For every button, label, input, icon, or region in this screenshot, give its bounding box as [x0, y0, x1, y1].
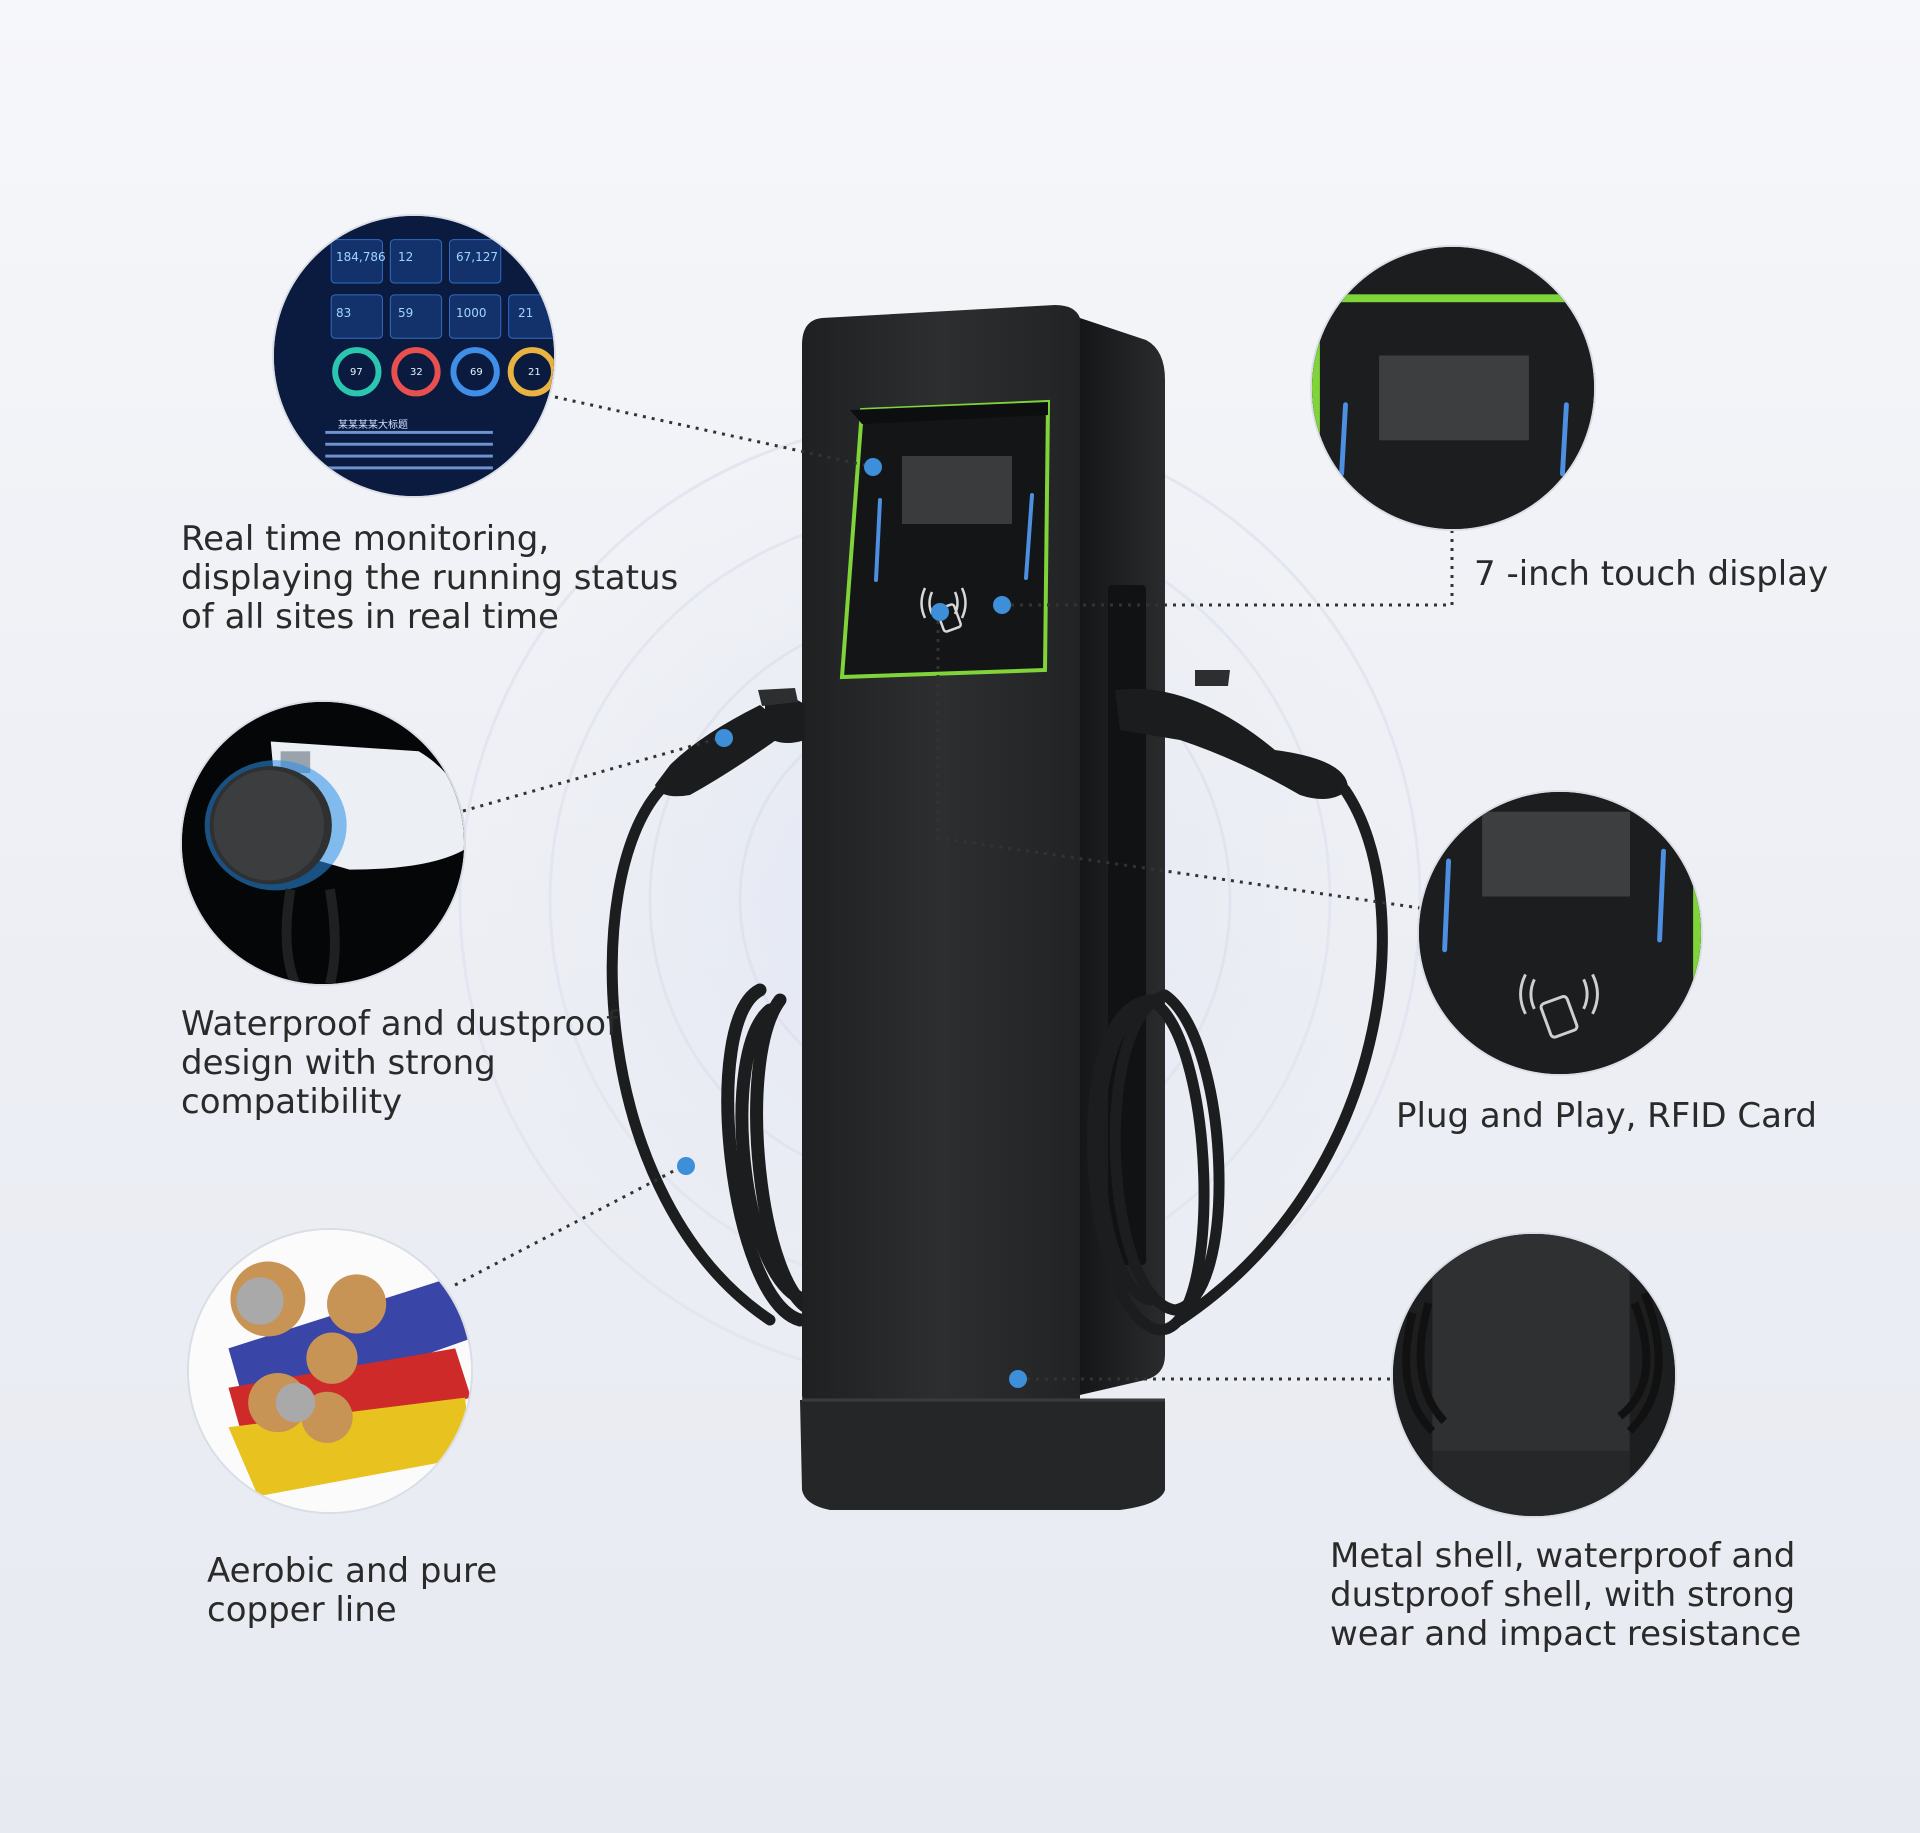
rfid-card-icon [1519, 973, 1599, 1039]
dashboard-gauge: 21 [528, 367, 541, 378]
callout-shell: Metal shell, waterproof and dustproof sh… [1330, 1536, 1802, 1654]
marker-dot-cable [677, 1157, 695, 1175]
callout-touch-display: 7 -inch touch display [1474, 554, 1829, 594]
marker-dot-display [993, 596, 1011, 614]
plug-closeup-bubble [180, 700, 466, 986]
dashboard-table-title: 某某某某大标题 [338, 420, 408, 431]
dashboard-stat: 184,786 [336, 250, 386, 264]
marker-dot-screen [864, 458, 882, 476]
dashboard-gauge: 32 [410, 367, 423, 378]
callout-waterproof-plug: Waterproof and dustproof design with str… [181, 1004, 619, 1122]
callout-rfid: Plug and Play, RFID Card [1396, 1096, 1817, 1136]
copper-wire-bubble [187, 1228, 473, 1514]
marker-dot-plug [715, 729, 733, 747]
touch-display-bubble [1310, 245, 1596, 531]
dashboard-stat: 12 [398, 250, 414, 264]
dashboard-stat: 67,127 [456, 250, 498, 264]
marker-dot-rfid [931, 603, 949, 621]
dashboard-stat: 1000 [456, 306, 487, 320]
metal-shell-bubble [1391, 1232, 1677, 1518]
callout-monitoring: Real time monitoring, displaying the run… [181, 519, 679, 637]
dashboard-stat: 59 [398, 306, 414, 320]
marker-dot-shell [1009, 1370, 1027, 1388]
callout-copper: Aerobic and pure copper line [207, 1551, 498, 1630]
dashboard-gauge: 97 [350, 367, 363, 378]
dashboard-gauge: 69 [470, 367, 483, 378]
dashboard-detail-bubble: 184,786 12 67,127 83 59 1000 21 97 32 69… [272, 214, 556, 498]
dashboard-stat: 21 [518, 306, 534, 320]
dashboard-stat: 83 [336, 306, 352, 320]
rfid-bubble [1417, 790, 1703, 1076]
